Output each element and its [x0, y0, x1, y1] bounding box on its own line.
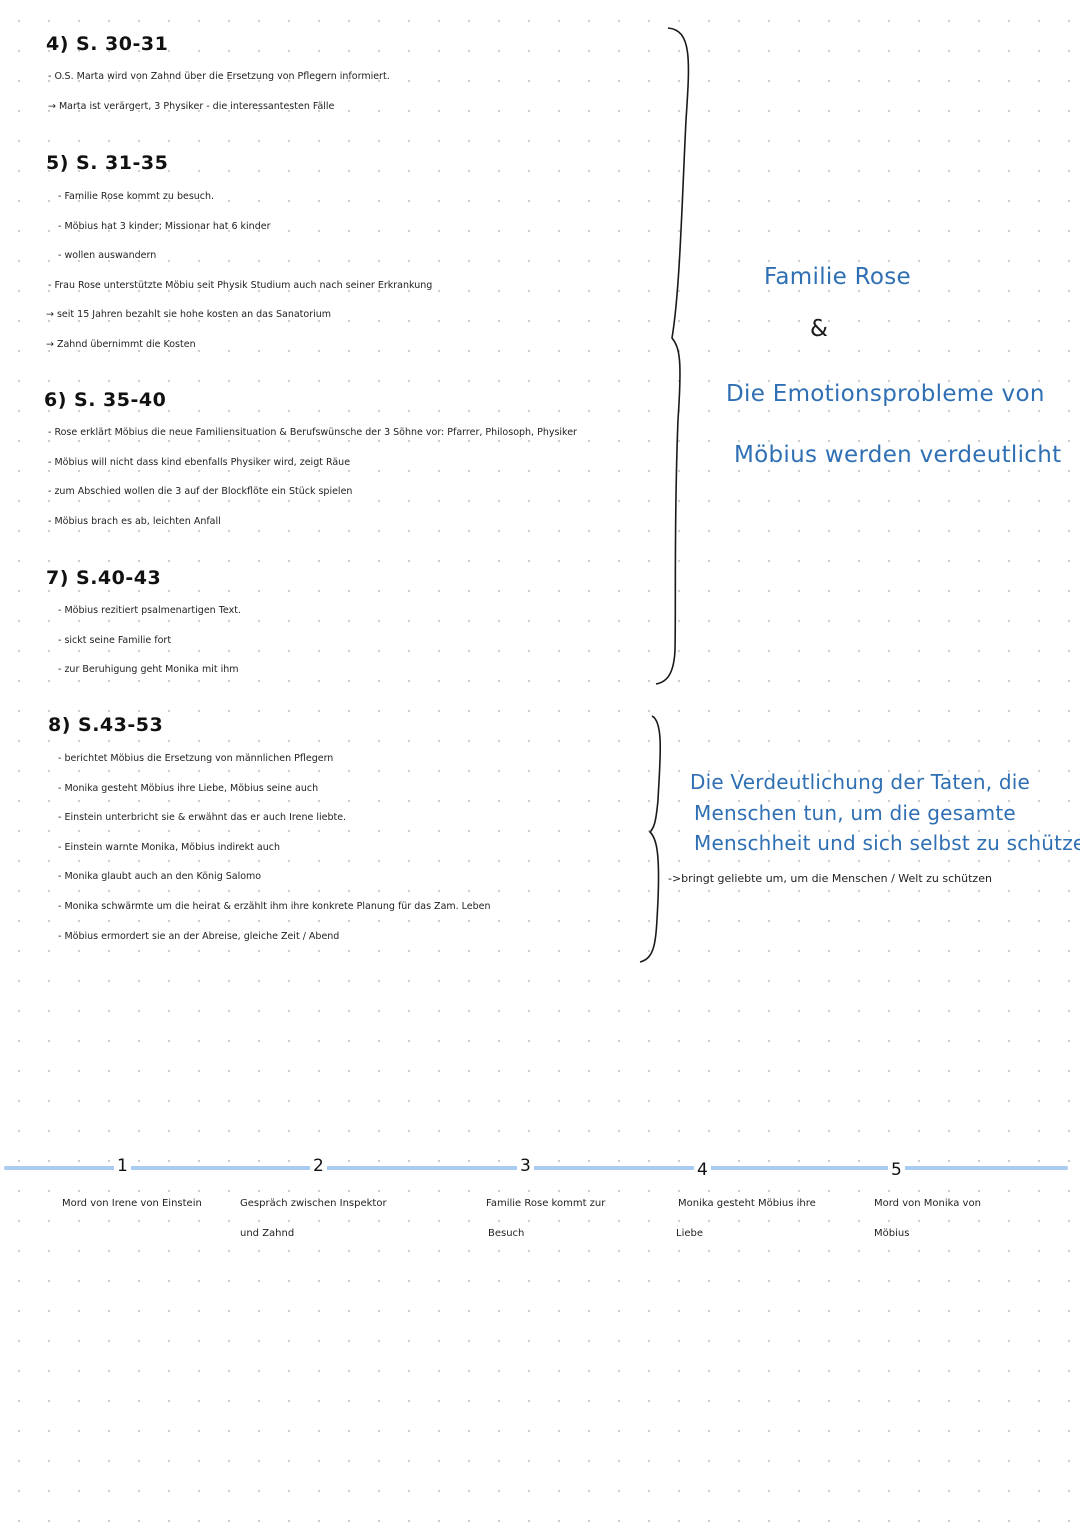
section-8-line-7: - Möbius ermordert sie an der Abreise, g…: [58, 931, 340, 942]
right-note-2-line-4: ->bringt geliebte um, um die Menschen / …: [668, 872, 992, 885]
timeline-number-4: 4: [694, 1160, 711, 1180]
section-7-line-3: - zur Beruhigung geht Monika mit ihm: [58, 664, 239, 675]
section-heading-6: 6) S. 35-40: [44, 389, 167, 411]
section-heading-5: 5) S. 31-35: [46, 152, 169, 174]
ampersand: &: [810, 316, 829, 342]
section-8-line-6: - Monika schwärmte um die heirat & erzäh…: [58, 901, 491, 912]
section-5-line-1: - Familie Rose kommt zu besuch.: [58, 191, 215, 202]
section-8-line-2: - Monika gesteht Möbius ihre Liebe, Möbi…: [58, 783, 319, 794]
section-8-line-5: - Monika glaubt auch an den König Salomo: [58, 871, 262, 882]
section-heading-7: 7) S.40-43: [46, 567, 162, 589]
right-note-1-line-4: Möbius werden verdeutlicht: [734, 442, 1062, 468]
right-note-2-line-2: Menschen tun, um die gesamte: [694, 801, 1016, 825]
section-5-line-3: - wollen auswandern: [58, 250, 157, 261]
brace-left-small: [639, 715, 662, 963]
section-8-line-3: - Einstein unterbricht sie & erwähnt das…: [58, 812, 347, 823]
right-note-2-line-1: Die Verdeutlichung der Taten, die: [690, 770, 1031, 794]
timeline-number-3: 3: [517, 1156, 534, 1176]
timeline-label-2-line-1: Gespräch zwischen Inspektor: [240, 1198, 387, 1209]
section-5-line-4: - Frau Rose unterstützte Möbiu seit Phys…: [48, 280, 433, 291]
section-7-line-1: - Möbius rezitiert psalmenartigen Text.: [58, 605, 241, 616]
timeline-label-4-line-2: Liebe: [676, 1228, 704, 1239]
timeline-number-2: 2: [310, 1156, 327, 1176]
section-heading-8: 8) S.43-53: [48, 714, 164, 736]
section-7-line-2: - sickt seine Familie fort: [58, 635, 172, 646]
brace-left-large: [655, 27, 690, 685]
section-4-line-2: → Marta ist verärgert, 3 Physiker - die …: [48, 101, 335, 112]
timeline-number-1: 1: [114, 1156, 131, 1176]
timeline-label-2-line-2: und Zahnd: [240, 1228, 295, 1239]
section-8-line-4: - Einstein warnte Monika, Möbius indirek…: [58, 842, 280, 853]
section-heading-4: 4) S. 30-31: [46, 33, 169, 55]
right-note-1-line-1: Familie Rose: [764, 264, 912, 290]
timeline-number-5: 5: [888, 1160, 905, 1180]
section-6-line-4: - Möbius brach es ab, leichten Anfall: [48, 516, 221, 527]
section-4-line-1: - O.S. Marta wird von Zahnd über die Ers…: [48, 71, 390, 82]
section-6-line-1: - Rose erklärt Möbius die neue Familiens…: [48, 427, 577, 438]
timeline-label-5-line-1: Mord von Monika von: [874, 1198, 981, 1209]
right-note-2-line-3: Menschheit und sich selbst zu schützen: [694, 831, 1080, 855]
section-5-line-2: - Möbius hat 3 kinder; Missionar hat 6 k…: [58, 221, 271, 232]
section-6-line-2: - Möbius will nicht dass kind ebenfalls …: [48, 457, 351, 468]
right-note-1-line-3: Die Emotionsprobleme von: [726, 381, 1045, 407]
timeline-label-3-line-2: Besuch: [488, 1228, 525, 1239]
section-6-line-3: - zum Abschied wollen die 3 auf der Bloc…: [48, 486, 353, 497]
timeline-label-5-line-2: Möbius: [874, 1228, 910, 1239]
timeline-label-3-line-1: Familie Rose kommt zur: [486, 1198, 606, 1209]
section-5-line-5: → seit 15 Jahren bezahlt sie hohe kosten…: [46, 309, 332, 320]
timeline-label-1-line-1: Mord von Irene von Einstein: [62, 1198, 202, 1209]
section-5-line-6: → Zahnd übernimmt die Kosten: [46, 339, 196, 350]
section-8-line-1: - berichtet Möbius die Ersetzung von män…: [58, 753, 334, 764]
timeline-label-4-line-1: Monika gesteht Möbius ihre: [678, 1198, 816, 1209]
